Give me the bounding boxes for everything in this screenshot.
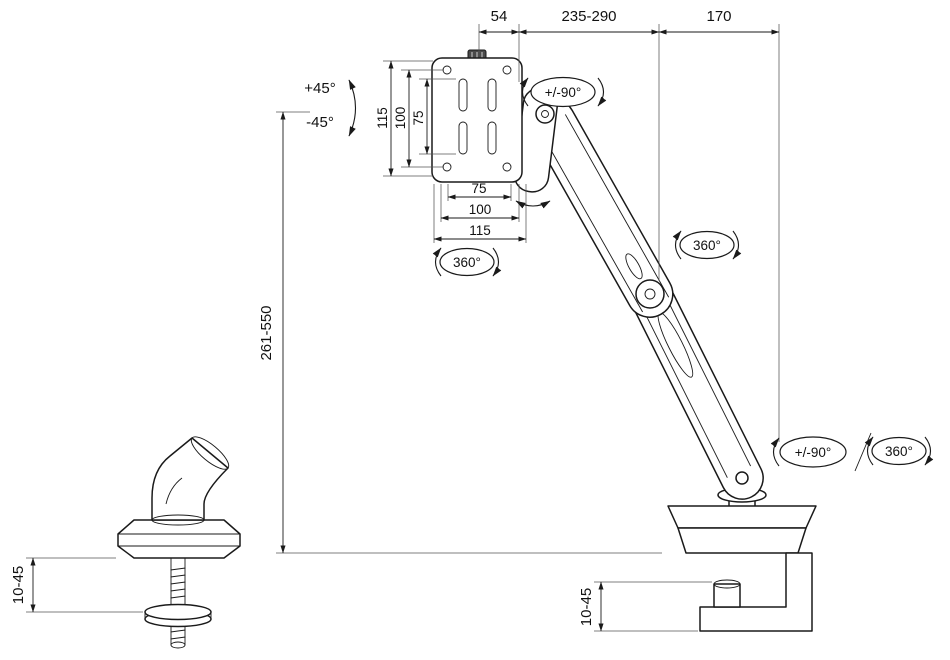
dim-115-horizontal-label: 115 (469, 223, 491, 238)
tilt-arc-arrow (348, 79, 357, 137)
dim-100-horizontal-label: 100 (469, 202, 492, 217)
vesa-corner-hole (502, 65, 512, 75)
arm-assembly (513, 87, 764, 500)
tilt-up-label: +45° (304, 80, 335, 97)
clamp-pad-top (713, 579, 741, 589)
base-rotate-label: 360° (885, 444, 913, 459)
rotate-arc-arrow (492, 247, 502, 277)
swivel-arc-arrow (519, 77, 529, 107)
grommet-bolt (170, 558, 186, 605)
badge-oval (439, 247, 495, 277)
swivel-arc-arrow (770, 437, 780, 467)
base-swivel-badge: +/-90° (770, 436, 847, 468)
spring-slot (625, 253, 643, 280)
lower-arm (628, 272, 764, 500)
base-swivel-label: +/-90° (795, 445, 832, 460)
divider-line (854, 432, 872, 472)
dim-170-label: 170 (706, 8, 731, 25)
rotate-arc-arrow (864, 436, 874, 466)
head-rotate-label: 360° (453, 255, 481, 270)
badge-oval (779, 436, 847, 468)
desk-clamp-base (667, 487, 817, 632)
dim-75-horizontal-label: 75 (471, 181, 486, 196)
clamp-thickness-left-label: 10-45 (10, 566, 27, 604)
grommet-washer (144, 603, 212, 628)
elbow-rotate-label: 360° (693, 238, 721, 253)
head-pivot (535, 104, 555, 124)
badge-oval (679, 230, 735, 260)
base-rotate-badge: 360° (864, 436, 934, 466)
grommet-plate (117, 519, 241, 559)
head-rotate-badge: 360° (432, 200, 551, 277)
clamp-pad (713, 583, 741, 608)
grommet-column (151, 436, 230, 526)
grommet-bolt-tip (170, 626, 186, 649)
rotate-arc-arrow (732, 230, 742, 260)
badge-oval (871, 436, 927, 466)
rotate-arc-arrow (924, 436, 934, 466)
vesa-plate (431, 49, 523, 183)
head-pivot-axis (541, 110, 549, 118)
dim-54-label: 54 (491, 8, 508, 25)
rotate-arc-arrow (515, 200, 551, 209)
base-plate-top (667, 505, 817, 529)
swivel-arc-arrow (597, 77, 607, 107)
vesa-corner-hole (502, 162, 512, 172)
rotate-arc-arrow (672, 230, 682, 260)
vesa-plate-body (431, 57, 523, 183)
height-range-label: 261-550 (258, 305, 275, 360)
clamp-bracket (699, 552, 813, 632)
base-plate-body (677, 527, 807, 554)
dim-115-vertical-label: 115 (375, 107, 390, 129)
vesa-slot (458, 78, 468, 112)
head-swivel-badge: +/-90° (519, 76, 607, 108)
tilt-down-label: -45° (306, 114, 334, 131)
vesa-slot (458, 121, 468, 155)
tilt-range-annotation: +45° -45° (304, 79, 357, 137)
rotate-arc-arrow (432, 247, 442, 277)
dim-100-vertical-label: 100 (393, 107, 408, 130)
grommet-mount-view (117, 436, 241, 649)
dim-235-290-label: 235-290 (561, 8, 616, 25)
rotation-annotations: +45° -45° 360° +/-90° 360° (304, 76, 934, 472)
base-pivot (735, 471, 749, 485)
elbow-joint-axis (644, 288, 656, 300)
vesa-slot (487, 78, 497, 112)
head-swivel-label: +/-90° (545, 85, 582, 100)
dimension-annotations: 54 235-290 170 115 100 75 75 100 115 261… (10, 8, 780, 632)
elbow-joint (635, 279, 665, 309)
elbow-rotate-badge: 360° (672, 230, 742, 260)
badge-oval (530, 76, 596, 108)
dim-75-vertical-label: 75 (411, 110, 426, 125)
vesa-slot (487, 121, 497, 155)
clamp-thickness-right-label: 10-45 (578, 588, 595, 626)
